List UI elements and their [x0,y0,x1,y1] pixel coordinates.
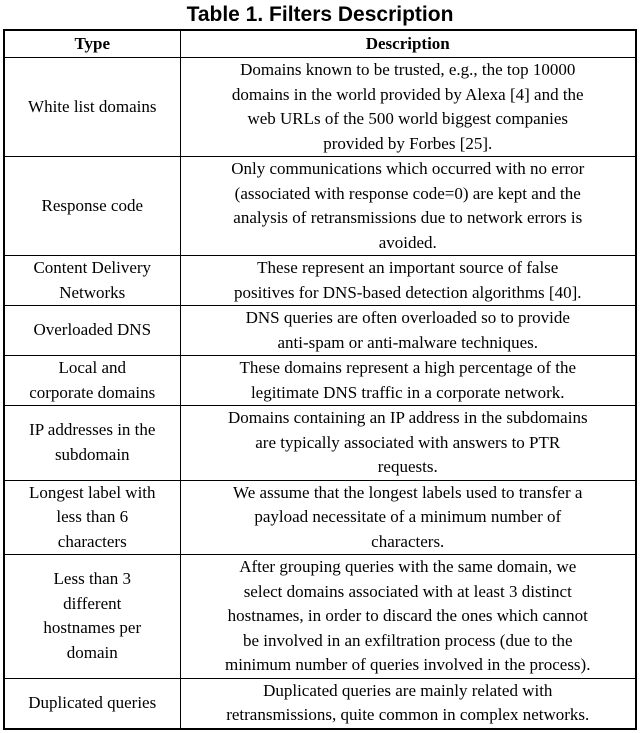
table-row: Overloaded DNS DNS queries are often ove… [3,305,637,356]
filter-description: DNS queries are often overloaded so to p… [179,305,637,356]
filter-description: Only communications which occurred with … [179,156,637,256]
table-row: Less than 3 different hostnames per doma… [3,554,637,679]
filter-type: Content Delivery Networks [3,255,181,306]
filter-type: White list domains [3,57,181,157]
filter-type: IP addresses in the subdomain [3,405,181,481]
table-row: Longest label with less than 6 character… [3,479,637,555]
table-row: Local and corporate domains These domain… [3,355,637,406]
table-row: Response code Only communications which … [3,156,637,256]
filter-type: Overloaded DNS [3,305,181,356]
filter-description: Duplicated queries are mainly related wi… [179,677,637,729]
filter-type: Less than 3 different hostnames per doma… [3,554,181,679]
header-row: Type Description [3,29,637,58]
filter-description: We assume that the longest labels used t… [179,479,637,555]
filter-type: Response code [3,156,181,256]
column-header-description: Description [179,29,637,58]
table-row: Content Delivery Networks These represen… [3,255,637,306]
table-title: Table 1. Filters Description [186,3,454,26]
filter-description: These domains represent a high percentag… [179,355,637,406]
filter-type: Longest label with less than 6 character… [3,479,181,555]
table-row: IP addresses in the subdomain Domains co… [3,405,637,481]
table-row: Duplicated queries Duplicated queries ar… [3,677,637,729]
column-header-type: Type [3,29,181,58]
filters-table: Type Description White list domains Doma… [3,29,637,730]
filter-description: Domains known to be trusted, e.g., the t… [179,57,637,157]
filter-description: After grouping queries with the same dom… [179,554,637,679]
filter-type: Local and corporate domains [3,355,181,406]
filter-description: These represent an important source of f… [179,255,637,306]
filter-type: Duplicated queries [3,677,181,729]
table-row: White list domains Domains known to be t… [3,57,637,157]
filter-description: Domains containing an IP address in the … [179,405,637,481]
